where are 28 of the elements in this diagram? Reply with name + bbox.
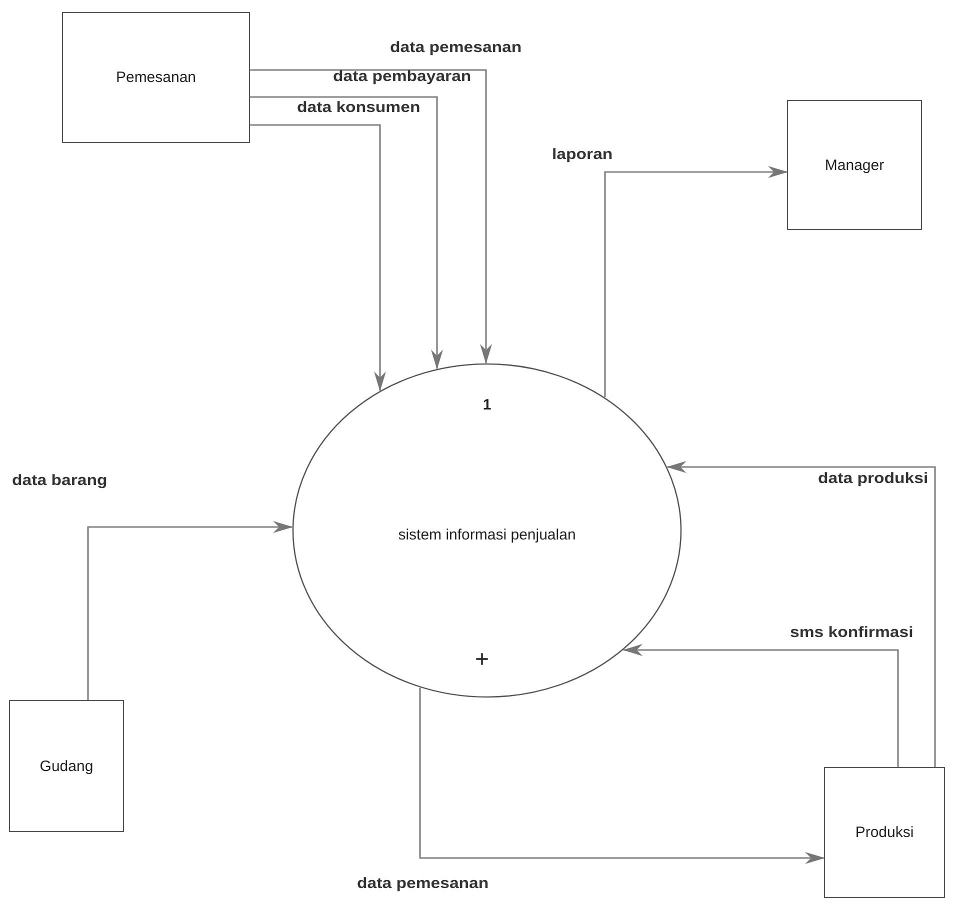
edge-label: laporan	[552, 146, 613, 164]
edge-label: sms konfirmasi	[790, 624, 914, 642]
edge-label: data konsumen	[297, 99, 420, 117]
entity-name: Produksi	[855, 824, 914, 841]
arrow	[250, 69, 492, 364]
arrow	[666, 461, 936, 767]
arrow	[250, 96, 443, 370]
process-circle	[292, 363, 682, 698]
edge-label: data barang	[12, 472, 108, 490]
arrow	[419, 688, 825, 864]
arrow	[622, 644, 899, 767]
entity-name: Manager	[824, 156, 884, 174]
entity-box	[9, 700, 124, 832]
edge-label: data pemesanan	[390, 39, 522, 57]
entity-name: Pemesanan	[116, 69, 196, 86]
entity-box	[824, 767, 945, 898]
arrow	[87, 521, 294, 700]
entity-name: Gudang	[40, 758, 94, 774]
arrow	[604, 166, 788, 398]
plus-sign: +	[475, 646, 489, 674]
edge-label: data pemesanan	[357, 875, 489, 893]
edge-label: data produksi	[818, 470, 928, 488]
process-number: 1	[482, 396, 492, 414]
edge-label: data pembayaran	[333, 68, 472, 86]
entity-box	[787, 100, 922, 230]
entity-box	[62, 12, 250, 143]
process-name: sistem informasi penjualan	[398, 526, 576, 544]
arrow	[250, 124, 386, 392]
